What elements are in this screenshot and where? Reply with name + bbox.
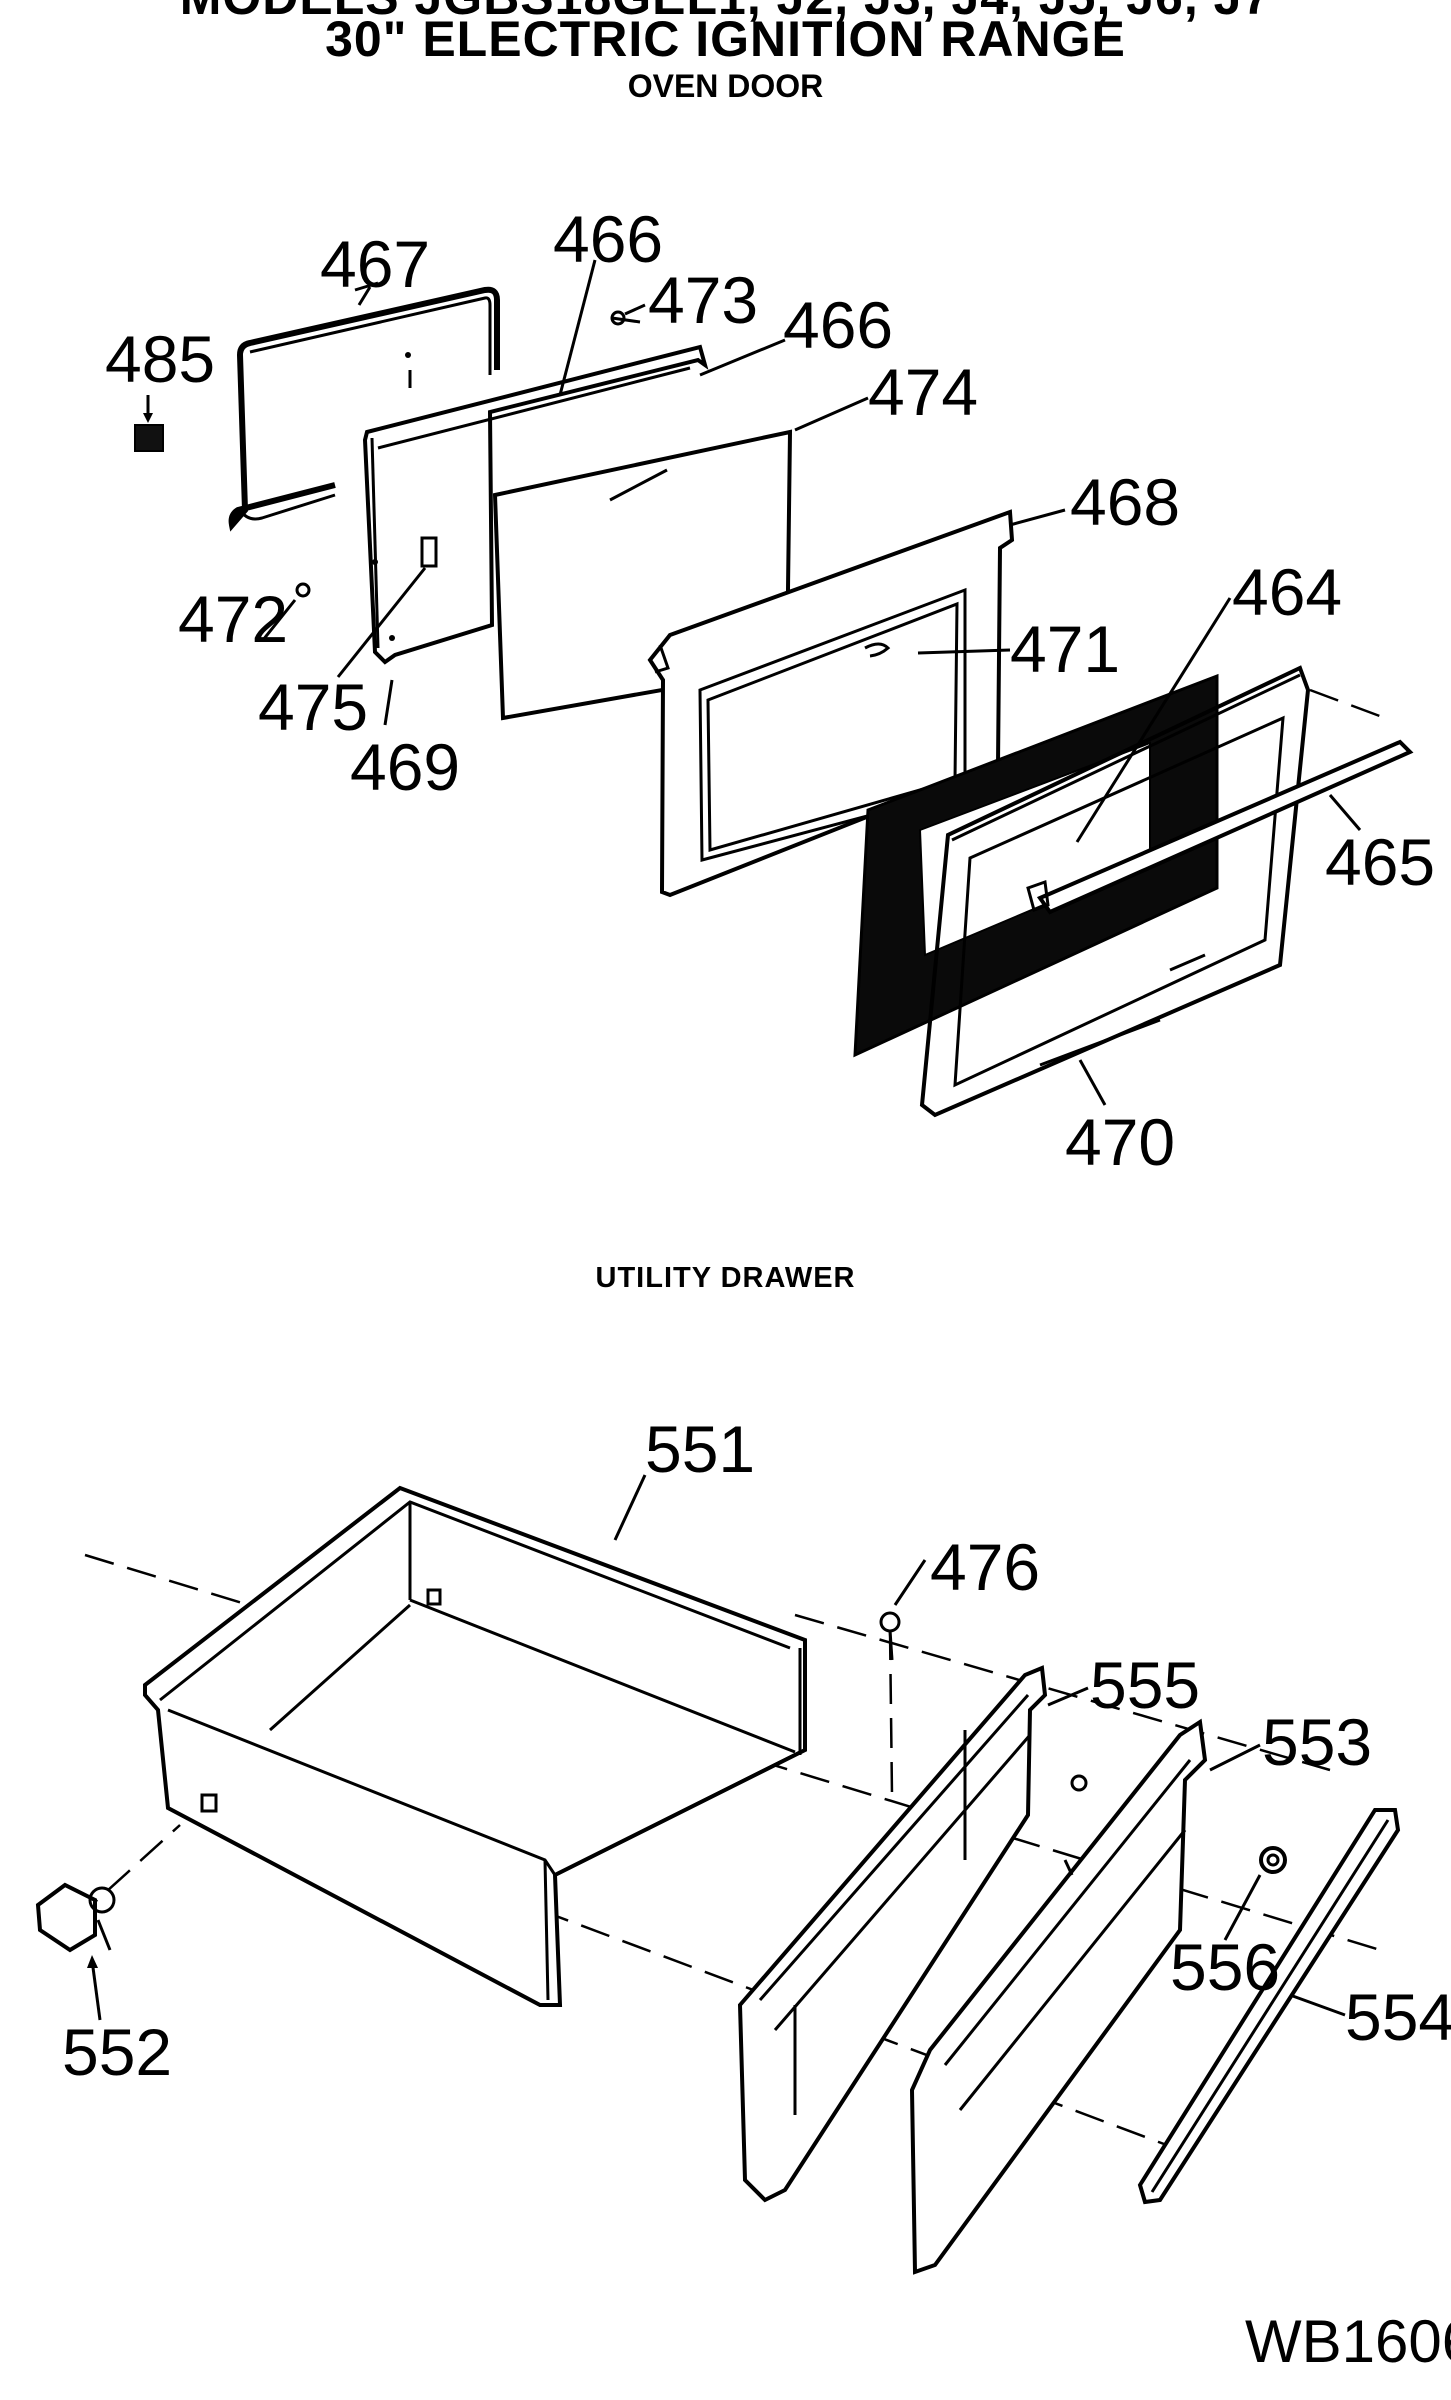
callout-551: 551 [645,1412,755,1486]
part-470-outer-frame [919,665,1311,1118]
callout-472: 472 [178,582,288,656]
part-553-drawer-front [909,1718,1208,2275]
callout-468: 468 [1070,465,1180,539]
product-title: 30" ELECTRIC IGNITION RANGE [325,11,1126,67]
part-466-inner-door [362,344,709,665]
callout-485: 485 [105,322,215,396]
callout-556: 556 [1170,1930,1280,2004]
part-552-drawer-glide [35,1882,97,1953]
callout-553: 553 [1262,1705,1372,1779]
part-465-handle [1036,739,1414,915]
part-467-gasket [228,286,500,532]
oven-door-section-title: OVEN DOOR [627,68,824,104]
callout-466-a: 466 [553,202,663,276]
part-555-front-panel [737,1665,1048,2203]
callout-469: 469 [350,730,460,804]
callout-555: 555 [1090,1648,1200,1722]
callout-467: 467 [320,227,430,301]
callout-552: 552 [62,2015,172,2089]
catalog-number: WB1606 [1245,2308,1451,2375]
models-line: MODELS JGBS18GEL1, J2, J3, J4, J5, J6, J… [0,0,1451,26]
callout-475: 475 [258,670,368,744]
callout-466-b: 466 [783,288,893,362]
callout-474: 474 [868,355,978,429]
callout-471: 471 [1010,612,1120,686]
callout-465: 465 [1325,825,1435,899]
callout-470: 470 [1065,1105,1175,1179]
callout-473: 473 [648,263,758,337]
callout-554: 554 [1345,1980,1451,2054]
part-551-drawer-body [143,1485,807,2007]
callout-476: 476 [930,1530,1040,1604]
part-485-clip [134,424,164,452]
callout-464: 464 [1232,555,1342,629]
utility-drawer-section-title: UTILITY DRAWER [595,1262,856,1294]
part-556-bumper [1259,1846,1287,1874]
